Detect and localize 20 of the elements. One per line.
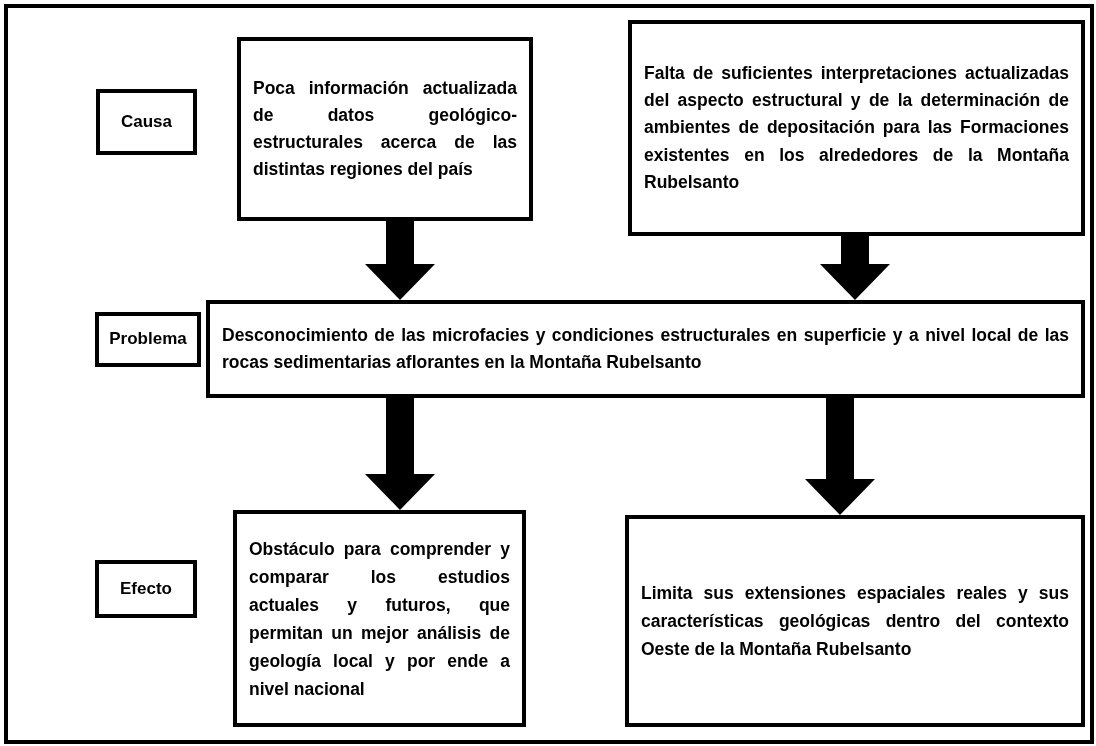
category-box — [96, 89, 197, 155]
text-box — [206, 300, 1085, 398]
text-box — [233, 510, 526, 727]
category-label: Causa — [121, 110, 172, 133]
category-label: Efecto — [120, 577, 172, 600]
block-arrow — [365, 398, 435, 510]
text-box — [625, 515, 1085, 727]
box-text: Poca información actualizada de datos geológico-estructurales acerca de las distintas regiones del país — [253, 76, 517, 182]
category-box — [95, 560, 197, 618]
block-arrow — [820, 236, 890, 300]
text-box — [237, 37, 533, 221]
block-arrow — [805, 398, 875, 515]
category-box — [95, 312, 201, 367]
box-text: Limita sus extensiones espaciales reales y sus características geológicas dentro del contexto Oeste de la Montaña Rubelsanto — [641, 582, 1069, 661]
box-text: Falta de suficientes interpretaciones actualizadas del aspecto estructural y de la determinación de ambientes de depositación para las Formaciones existentes en los alrededores de la Montaña Rubelsanto — [644, 62, 1069, 194]
block-arrow — [365, 221, 435, 300]
text-box — [628, 20, 1085, 236]
box-text: Obstáculo para comprender y comparar los estudios actuales y futuros, que permitan un mejor análisis de geología local y por ende a nivel nacional — [249, 537, 510, 701]
box-text: Desconocimiento de las microfacies y condiciones estructurales en superficie y a nivel local de las rocas sedimentarias aflorantes en la Montaña Rubelsanto — [222, 323, 1069, 374]
category-label: Problema — [109, 328, 187, 351]
